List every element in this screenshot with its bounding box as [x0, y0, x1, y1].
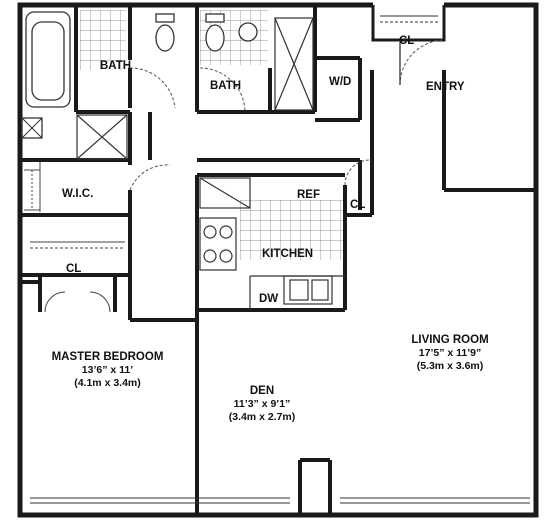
stove-icon [199, 217, 237, 271]
kitchen-sink-icon [283, 275, 333, 305]
window-strip [30, 497, 530, 504]
fridge-icon [199, 177, 251, 209]
shower-1 [76, 114, 128, 160]
label-bath-2: BATH [210, 80, 242, 92]
interior-walls [20, 5, 536, 515]
wic-shelves [24, 162, 41, 212]
shower-2 [274, 17, 314, 111]
label-master-bedroom: MASTER BEDROOM 13’6” x 11’ (4.1m x 3.4m) [51, 351, 164, 389]
kitchen-tile [240, 200, 343, 260]
outer-walls [17, 2, 539, 518]
label-closet-mid: CL [350, 199, 366, 211]
label-ref: REF [297, 189, 320, 201]
label-bath-1: BATH [100, 60, 132, 72]
closet-door-swing [344, 159, 371, 186]
label-den: DEN 11’3” x 9’1” (3.4m x 2.7m) [228, 385, 296, 423]
sink-icon [238, 22, 258, 42]
label-closet-top: CL [399, 35, 415, 47]
label-kitchen: KITCHEN [262, 248, 314, 260]
label-closet-bedroom: CL [66, 263, 82, 275]
label-wd: W/D [329, 76, 352, 88]
bath1-door-swing [129, 67, 176, 109]
bathtub [25, 11, 71, 108]
bedroom-closet-fixture [30, 241, 125, 313]
label-living-room: LIVING ROOM 17’5” x 11’9” (5.3m x 3.6m) [411, 334, 489, 372]
toilet-1 [155, 24, 175, 52]
entry-door-swing [399, 39, 445, 86]
label-dw: DW [259, 293, 279, 305]
label-wic: W.I.C. [62, 188, 94, 200]
toilet-2 [205, 24, 225, 52]
closet-fixture [21, 117, 43, 139]
bath2-door-swing [199, 67, 246, 111]
label-entry: ENTRY [426, 81, 465, 93]
bath1-tile [80, 10, 126, 70]
wic-door-swing [129, 164, 171, 191]
